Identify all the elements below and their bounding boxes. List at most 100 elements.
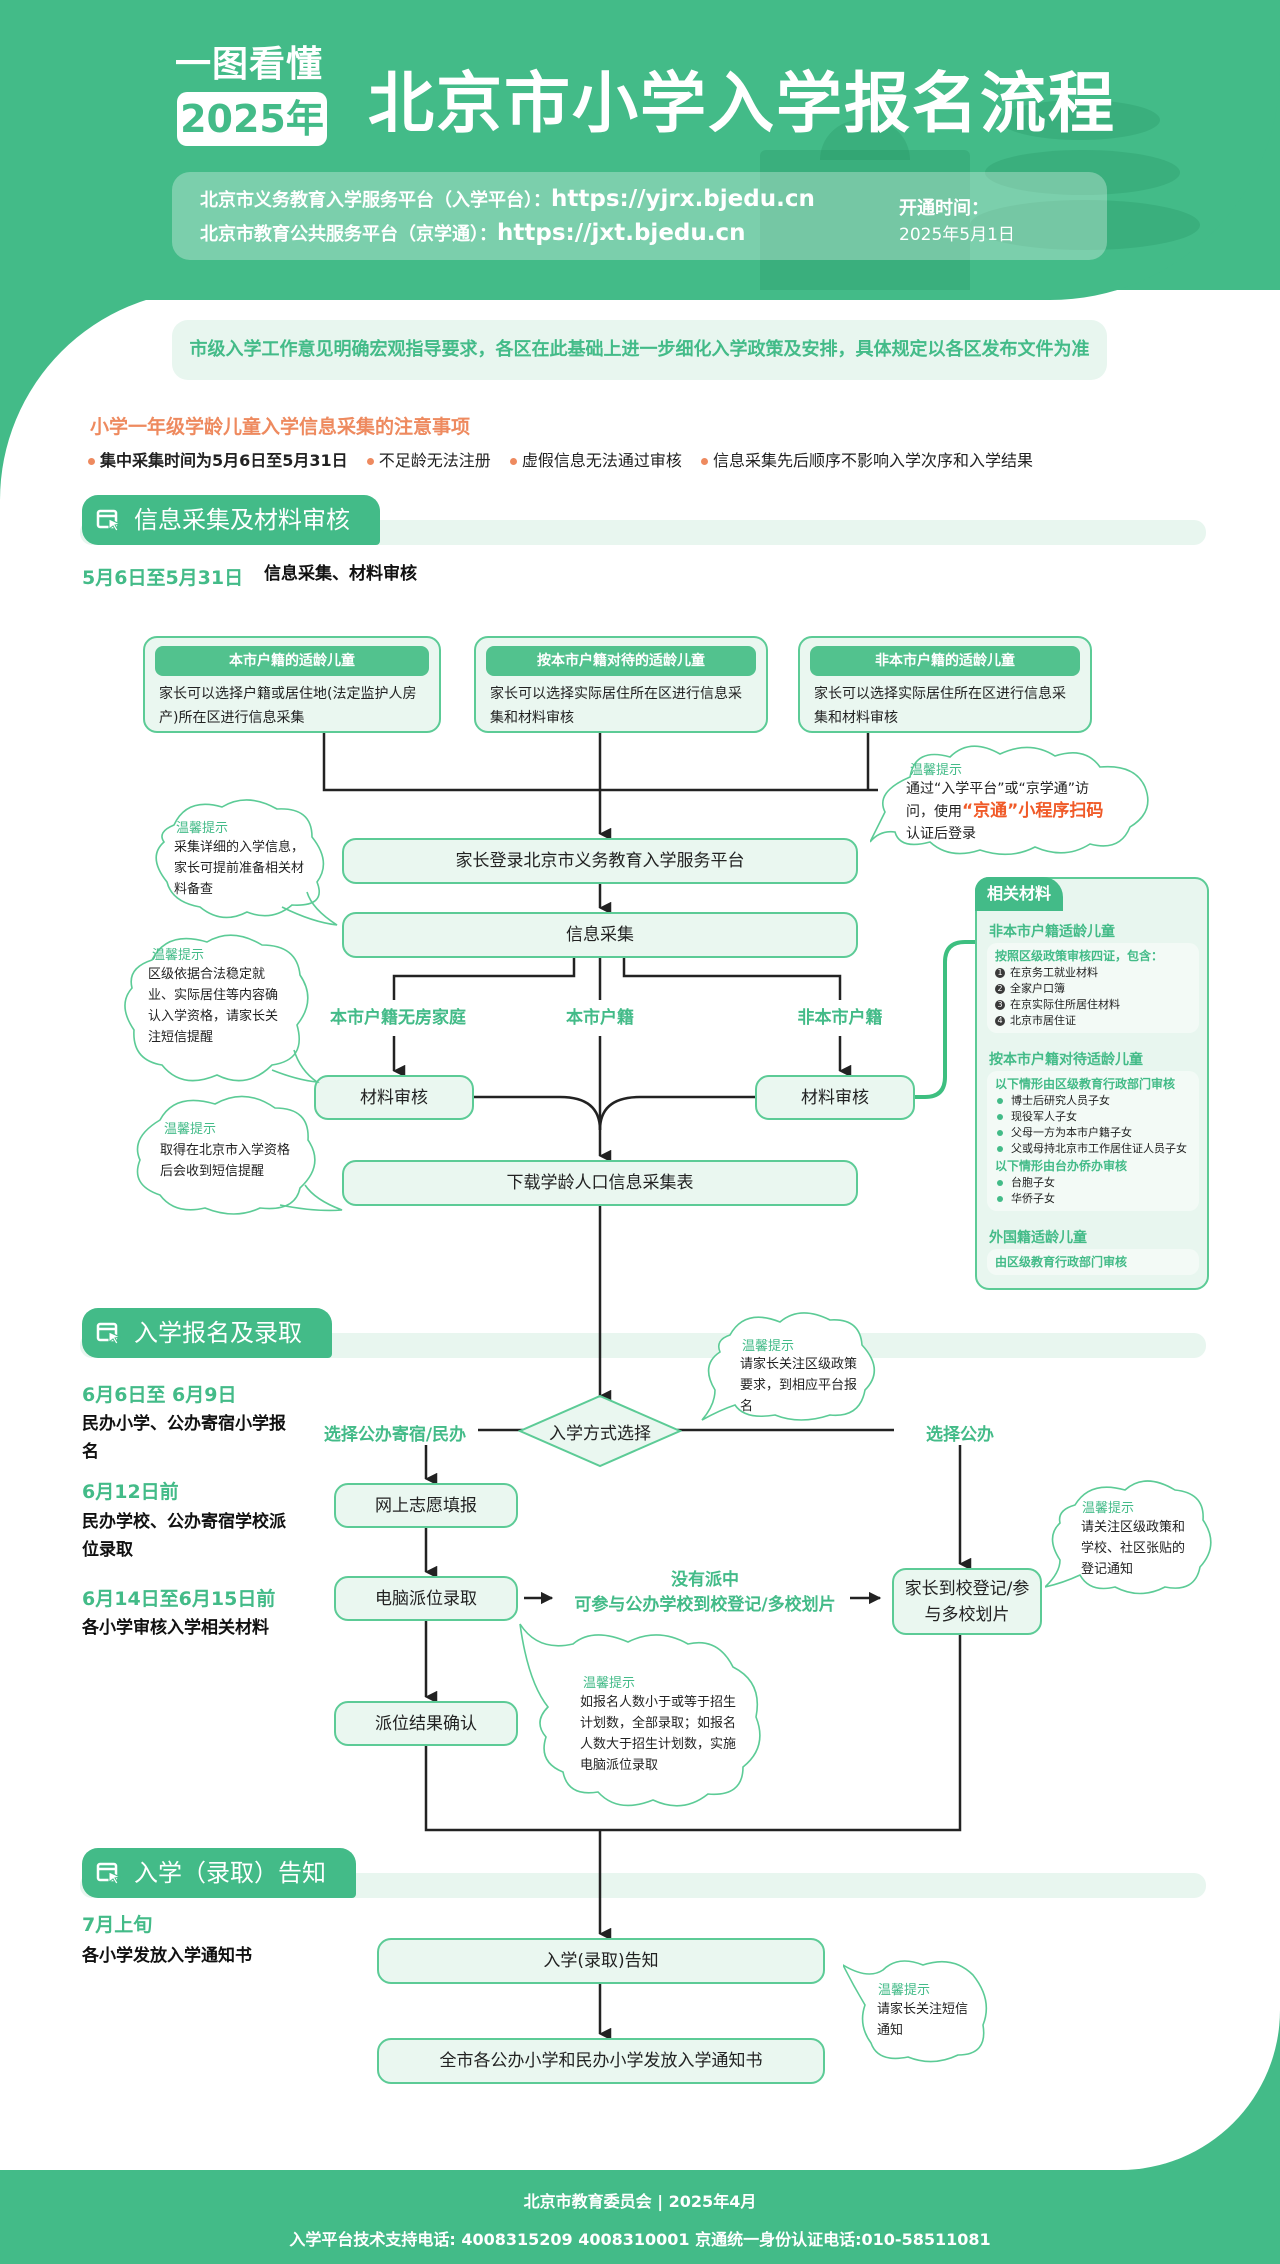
item-text: 现役军人子女 bbox=[1011, 1110, 1077, 1123]
tips-title: 小学一年级学龄儿童入学信息采集的注意事项 bbox=[90, 416, 471, 438]
item-text: 台胞子女 bbox=[1011, 1176, 1055, 1189]
category-title: 按本市户籍对待的适龄儿童 bbox=[486, 646, 756, 676]
cloud-title: 温馨提示 bbox=[583, 1676, 636, 1691]
schedule-desc: 各小学审核入学相关材料 bbox=[82, 1618, 269, 1638]
materials-item: 华侨子女 bbox=[995, 1191, 1191, 1207]
tip-item: 集中采集时间为5月6日至5月31日 bbox=[88, 447, 348, 471]
category-box-treated-as-local: 按本市户籍对待的适龄儿童 家长可以选择实际居住所在区进行信息采集和材料审核 bbox=[474, 636, 768, 733]
platform-label: 北京市义务教育入学服务平台（入学平台）： bbox=[200, 190, 551, 211]
login-step: 家长登录北京市义务教育入学服务平台 bbox=[342, 838, 858, 884]
schedule-desc: 民办学校、公办寄宿学校派位录取 bbox=[82, 1512, 286, 1560]
cloud-text: 区级依据合法稳定就业、实际居住等内容确认入学资格，请家长关注短信提醒 bbox=[148, 967, 279, 1045]
not-selected-title: 没有派中 bbox=[671, 1570, 739, 1590]
category-desc: 家长可以选择实际居住所在区进行信息采集和材料审核 bbox=[490, 686, 742, 726]
connector-lines bbox=[322, 733, 972, 2041]
item-text: 华侨子女 bbox=[1011, 1192, 1055, 1205]
materials-subgroup: 由区级教育行政部门审核 bbox=[987, 1249, 1199, 1275]
tagline: 一图看懂 bbox=[175, 44, 324, 85]
branch-label: 本市户籍无房家庭 bbox=[330, 1008, 466, 1028]
schedule-date: 6月14日至6月15日前 bbox=[82, 1588, 276, 1610]
cloud-title: 温馨提示 bbox=[164, 1122, 217, 1137]
lottery-step: 电脑派位录取 bbox=[334, 1576, 518, 1621]
cloud-bubble-icon bbox=[1045, 1480, 1212, 1595]
category-title: 本市户籍的适龄儿童 bbox=[155, 646, 429, 676]
materials-item: 台胞子女 bbox=[995, 1175, 1191, 1191]
category-box-local: 本市户籍的适龄儿童 家长可以选择户籍或居住地(法定监护人房产)所在区进行信息采集 bbox=[143, 636, 441, 733]
materials-item: 父母一方为本市户籍子女 bbox=[995, 1125, 1191, 1141]
platform-url-link[interactable]: https://jxt.bjedu.cn bbox=[497, 220, 746, 246]
bullet-dot-icon bbox=[997, 1130, 1003, 1136]
section-title: 信息采集及材料审核 bbox=[134, 506, 350, 534]
online-apply-step: 网上志愿填报 bbox=[334, 1483, 518, 1528]
cloud-title: 温馨提示 bbox=[742, 1339, 795, 1354]
cloud-text-part: 认证后登录 bbox=[906, 826, 976, 842]
materials-group-title: 外国籍适龄儿童 bbox=[989, 1230, 1087, 1246]
policy-notice: 市级入学工作意见明确宏观指导要求，各区在此基础上进一步细化入学政策及安排，具体规… bbox=[172, 320, 1107, 380]
materials-sub-title: 以下情形由台办侨办审核 bbox=[995, 1159, 1128, 1173]
cloud-title: 温馨提示 bbox=[1082, 1501, 1135, 1516]
temple-roof-lower bbox=[970, 200, 1200, 250]
section-header-info-collection: 信息采集及材料审核 bbox=[82, 495, 380, 545]
schedule-desc: 信息采集、材料审核 bbox=[264, 564, 417, 584]
cloud-bubble-icon bbox=[136, 1095, 343, 1215]
category-box-non-local: 非本市户籍的适龄儿童 家长可以选择实际居住所在区进行信息采集和材料审核 bbox=[798, 636, 1092, 733]
merge-right-curve bbox=[598, 1095, 755, 1131]
download-step: 下载学龄人口信息采集表 bbox=[342, 1160, 858, 1206]
tip-cloud-register-policy: 温馨提示 请家长关注区级政策要求，到相应平台报名 bbox=[700, 1310, 880, 1425]
category-title: 非本市户籍的适龄儿童 bbox=[810, 646, 1080, 676]
merge-line bbox=[322, 733, 878, 792]
cloud-title: 温馨提示 bbox=[878, 1983, 931, 1998]
issue-notice-step: 全市各公办小学和民办小学发放入学通知书 bbox=[377, 2038, 825, 2084]
cloud-bubble-icon bbox=[843, 1960, 988, 2063]
bullet-dot-icon bbox=[997, 1146, 1003, 1152]
cloud-text-part: 通过“入学平台”或“京学通”访问，使用 bbox=[906, 781, 1090, 820]
materials-subgroup: 以下情形由区级教育行政部门审核 博士后研究人员子女 现役军人子女 父母一方为本市… bbox=[987, 1071, 1199, 1211]
branch-right-line bbox=[622, 958, 842, 1000]
bullet-dot-icon bbox=[366, 458, 374, 465]
bullet-dot-icon bbox=[509, 458, 517, 465]
tip-text: 集中采集时间为5月6日至5月31日 bbox=[100, 451, 348, 470]
bullet-dot-icon bbox=[997, 1098, 1003, 1104]
not-selected-desc: 可参与公办学校到校登记/多校划片 bbox=[574, 1595, 836, 1615]
header-banner bbox=[0, 0, 1280, 300]
confirm-step: 派位结果确认 bbox=[334, 1701, 518, 1746]
platform-label: 北京市教育公共服务平台（京学通）： bbox=[200, 224, 497, 245]
platform-url-link[interactable]: https://yjrx.bjedu.cn bbox=[551, 186, 815, 212]
materials-tab: 相关材料 bbox=[975, 877, 1063, 911]
cursor-window-icon bbox=[96, 1862, 122, 1884]
page-title: 北京市小学入学报名流程 bbox=[368, 65, 1116, 142]
tip-cloud-login: 温馨提示 通过“入学平台”或“京学通”访问，使用“京通”小程序扫码认证后登录 bbox=[870, 742, 1150, 862]
section-header-enrollment: 入学报名及录取 bbox=[82, 1308, 332, 1358]
collect-step: 信息采集 bbox=[342, 912, 858, 958]
merge-bottom-line bbox=[424, 1635, 962, 1832]
cloud-bubble-icon bbox=[701, 1312, 876, 1421]
cloud-bubble-icon bbox=[155, 799, 338, 926]
cloud-title: 温馨提示 bbox=[152, 948, 205, 963]
section-title: 入学（录取）告知 bbox=[134, 1859, 326, 1887]
cursor-window-icon bbox=[96, 509, 122, 531]
schedule-date: 6月12日前 bbox=[82, 1481, 179, 1503]
platform-info-panel: 北京市义务教育入学服务平台（入学平台）：https://yjrx.bjedu.c… bbox=[172, 172, 1107, 260]
choice-diamond bbox=[518, 1394, 682, 1468]
materials-item: 现役军人子女 bbox=[995, 1109, 1191, 1125]
schedule-date: 5月6日至5月31日 bbox=[82, 567, 244, 589]
cloud-text: 通过“入学平台”或“京学通”访问，使用“京通”小程序扫码认证后登录 bbox=[906, 778, 1106, 845]
item-text: 全家户口簿 bbox=[1010, 982, 1065, 995]
item-text: 博士后研究人员子女 bbox=[1011, 1094, 1110, 1107]
building-silhouette-icon bbox=[760, 150, 970, 290]
cloud-title: 温馨提示 bbox=[176, 821, 229, 836]
schedule-date: 7月上旬 bbox=[82, 1914, 153, 1936]
year-badge: 2025年 bbox=[177, 92, 327, 146]
bullet-dot-icon bbox=[700, 458, 708, 465]
bullet-dot-icon bbox=[997, 1196, 1003, 1202]
tip-cloud-school-notice: 温馨提示 请关注区级政策和学校、社区张贴的登记通知 bbox=[1045, 1475, 1215, 1600]
section-header-notification: 入学（录取）告知 bbox=[82, 1848, 356, 1898]
branch-left-line bbox=[392, 958, 576, 1000]
item-text: 父母一方为本市户籍子女 bbox=[1011, 1126, 1132, 1139]
